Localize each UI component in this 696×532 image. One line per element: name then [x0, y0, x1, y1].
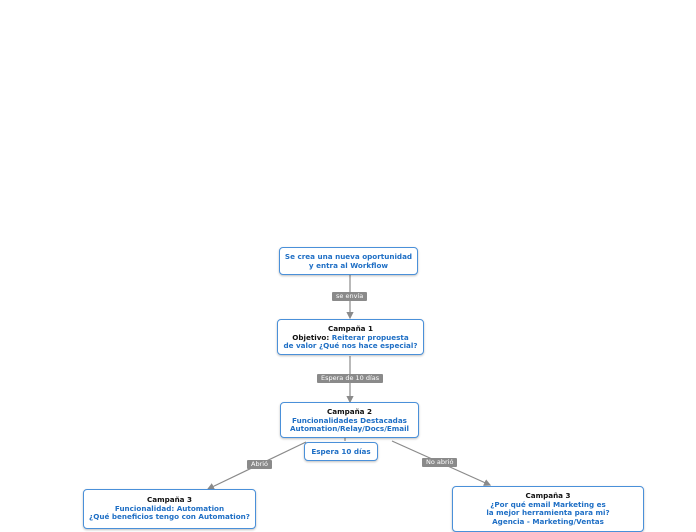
- node-campaign-3-right-line3: la mejor herramienta para mi?: [486, 508, 610, 518]
- node-campaign-3-left-line3: ¿Qué beneficios tengo con Automation?: [89, 512, 250, 522]
- node-start[interactable]: Se crea una nueva oportunidad y entra al…: [279, 247, 418, 275]
- node-campaign-1-title: Campaña 1: [327, 324, 374, 333]
- node-campaign-2-line3: Automation/Relay/Docs/Email: [289, 424, 410, 434]
- node-campaign-2[interactable]: Campaña 2 Funcionalidades Destacadas Aut…: [280, 402, 419, 438]
- edge-label-opened: Abrió: [247, 460, 273, 469]
- node-start-line2: y entra al Workflow: [308, 260, 389, 270]
- objective-text: Reiterar propuesta: [331, 332, 409, 342]
- node-campaign-2-title: Campaña 2: [326, 407, 373, 416]
- node-campaign-3-email-marketing[interactable]: Campaña 3 ¿Por qué email Marketing es la…: [452, 486, 644, 532]
- node-campaign-1-objective: Objetivo: Reiterar propuesta: [282, 332, 419, 343]
- node-start-line1: Se crea una nueva oportunidad: [284, 252, 413, 261]
- node-campaign-3-left-title: Campaña 3: [146, 495, 193, 504]
- node-campaign-3-right-title: Campaña 3: [525, 491, 571, 500]
- node-wait[interactable]: Espera 10 días: [304, 442, 378, 461]
- node-campaign-1-line3: de valor ¿Qué nos hace especial?: [283, 341, 418, 351]
- node-campaign-1[interactable]: Campaña 1 Objetivo: Reiterar propuesta d…: [277, 319, 424, 355]
- node-wait-label: Espera 10 días: [311, 447, 371, 456]
- edge-label-send: se envía: [332, 292, 368, 301]
- node-campaign-3-right-line4: Agencia - Marketing/Ventas: [492, 516, 604, 526]
- objective-label: Objetivo:: [292, 332, 330, 342]
- node-campaign-3-automation[interactable]: Campaña 3 Funcionalidad: Automation ¿Qué…: [83, 489, 256, 529]
- edge-label-wait10: Espera de 10 días: [317, 374, 384, 383]
- node-campaign-2-line2: Funcionalidades Destacadas: [292, 415, 407, 425]
- node-campaign-3-left-line2: Funcionalidad: Automation: [114, 503, 225, 513]
- edge-label-not-opened: No abrió: [422, 458, 458, 467]
- node-campaign-3-right-line2: ¿Por qué email Marketing es: [490, 499, 606, 509]
